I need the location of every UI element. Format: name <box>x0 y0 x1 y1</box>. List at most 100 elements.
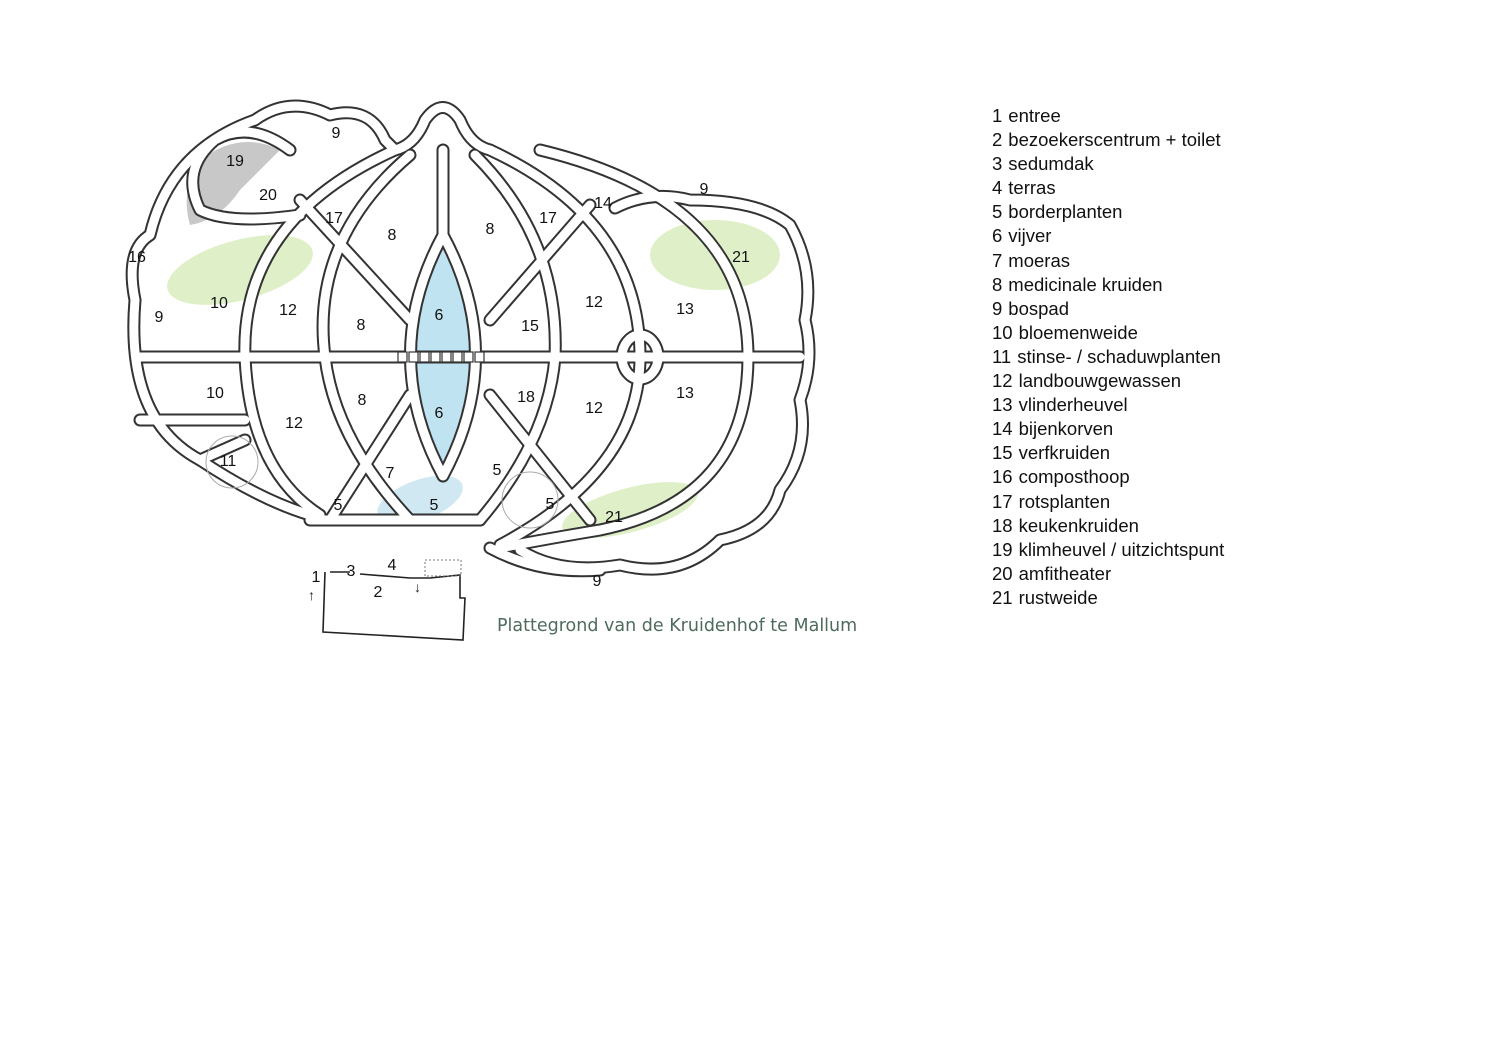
legend-number: 13 <box>992 394 1013 416</box>
legend-number: 16 <box>992 466 1013 488</box>
legend-label: keukenkruiden <box>1018 514 1139 536</box>
legend-label: moeras <box>1008 249 1070 271</box>
path-fill <box>406 230 480 481</box>
legend-label: vijver <box>1008 225 1052 247</box>
area-label: 2 <box>374 584 383 601</box>
area-label: 5 <box>546 496 555 513</box>
path-fill <box>250 101 400 155</box>
path-fill <box>390 103 495 155</box>
visitor-center: ↓ ↑ <box>308 559 466 641</box>
herb-circle <box>501 471 559 529</box>
legend-label: stinse- / schaduwplanten <box>1017 345 1221 367</box>
legend-label: bezoekerscentrum + toilet <box>1008 129 1221 151</box>
area-label: 15 <box>521 318 539 335</box>
area-label: 6 <box>435 307 444 324</box>
legend-label: entree <box>1008 105 1061 126</box>
legend-number: 6 <box>992 225 1003 247</box>
svg-text:↓: ↓ <box>414 579 421 595</box>
svg-text:↑: ↑ <box>308 587 315 603</box>
area-label: 20 <box>259 187 277 204</box>
legend-number: 10 <box>992 321 1013 343</box>
legend-number: 1 <box>992 105 1003 126</box>
area-labels: 1 2 3 4 5 5 5 5 6 6 7 8 8 8 8 9 9 9 9 10… <box>128 125 750 601</box>
path-fill <box>495 145 753 553</box>
legend-label: klimheuvel / uitzichtspunt <box>1018 538 1225 560</box>
legend-number: 14 <box>992 418 1013 440</box>
legend-number: 17 <box>992 490 1013 512</box>
area-label: 4 <box>388 557 397 574</box>
area-label: 9 <box>700 181 709 198</box>
legend-label: sedumdak <box>1008 153 1094 175</box>
area-label: 12 <box>585 400 603 417</box>
legend-label: landbouwgewassen <box>1018 370 1182 392</box>
area-label: 8 <box>388 227 397 244</box>
area-label: 21 <box>605 509 623 526</box>
legend-number: 9 <box>992 297 1003 319</box>
area-label: 8 <box>358 392 367 409</box>
area-label: 8 <box>486 221 495 238</box>
path-fill <box>485 200 595 325</box>
area-label: 18 <box>517 389 535 406</box>
legend-label: amfitheater <box>1018 562 1112 584</box>
area-label: 17 <box>539 210 557 227</box>
area-label: 10 <box>210 295 228 312</box>
area-label: 12 <box>285 415 303 432</box>
shade-circle <box>205 435 259 489</box>
legend-number: 11 <box>992 345 1012 367</box>
legend-label: terras <box>1008 177 1056 199</box>
legend-number: 21 <box>992 586 1013 608</box>
area-label: 21 <box>732 249 750 266</box>
path-fill <box>485 543 605 576</box>
legend-label: borderplanten <box>1008 201 1123 223</box>
area-label: 1 <box>312 569 321 586</box>
area-label: 9 <box>332 125 341 142</box>
legend-number: 18 <box>992 514 1013 536</box>
legend-number: 3 <box>992 153 1003 175</box>
area-label: 8 <box>357 317 366 334</box>
area-label: 14 <box>594 195 612 212</box>
path-fill <box>515 191 814 574</box>
legend-number: 7 <box>992 249 1003 271</box>
path-fill <box>195 435 250 465</box>
area-label: 12 <box>279 302 297 319</box>
path-fill <box>470 150 560 525</box>
area-label: 12 <box>585 294 603 311</box>
path-fill <box>295 195 415 325</box>
area-label: 6 <box>435 405 444 422</box>
legend-label: bijenkorven <box>1018 418 1114 440</box>
legend-number: 15 <box>992 442 1013 464</box>
legend-label: verfkruiden <box>1018 442 1111 464</box>
area-label: 13 <box>676 301 694 318</box>
legend-label: vlinderheuvel <box>1018 394 1128 416</box>
area-label: 10 <box>206 385 224 402</box>
map-caption: Plattegrond van de Kruidenhof te Mallum <box>497 616 858 636</box>
path-fill <box>127 115 260 305</box>
pond-bridge <box>397 351 485 363</box>
legend-number: 20 <box>992 562 1013 584</box>
path-fill <box>240 145 400 520</box>
legend-number: 8 <box>992 273 1003 295</box>
area-label: 9 <box>593 573 602 590</box>
area-label: 5 <box>334 497 343 514</box>
area-label: 3 <box>347 563 356 580</box>
area-label: 5 <box>493 462 502 479</box>
legend-number: 2 <box>992 129 1003 151</box>
area-label: 5 <box>430 497 439 514</box>
